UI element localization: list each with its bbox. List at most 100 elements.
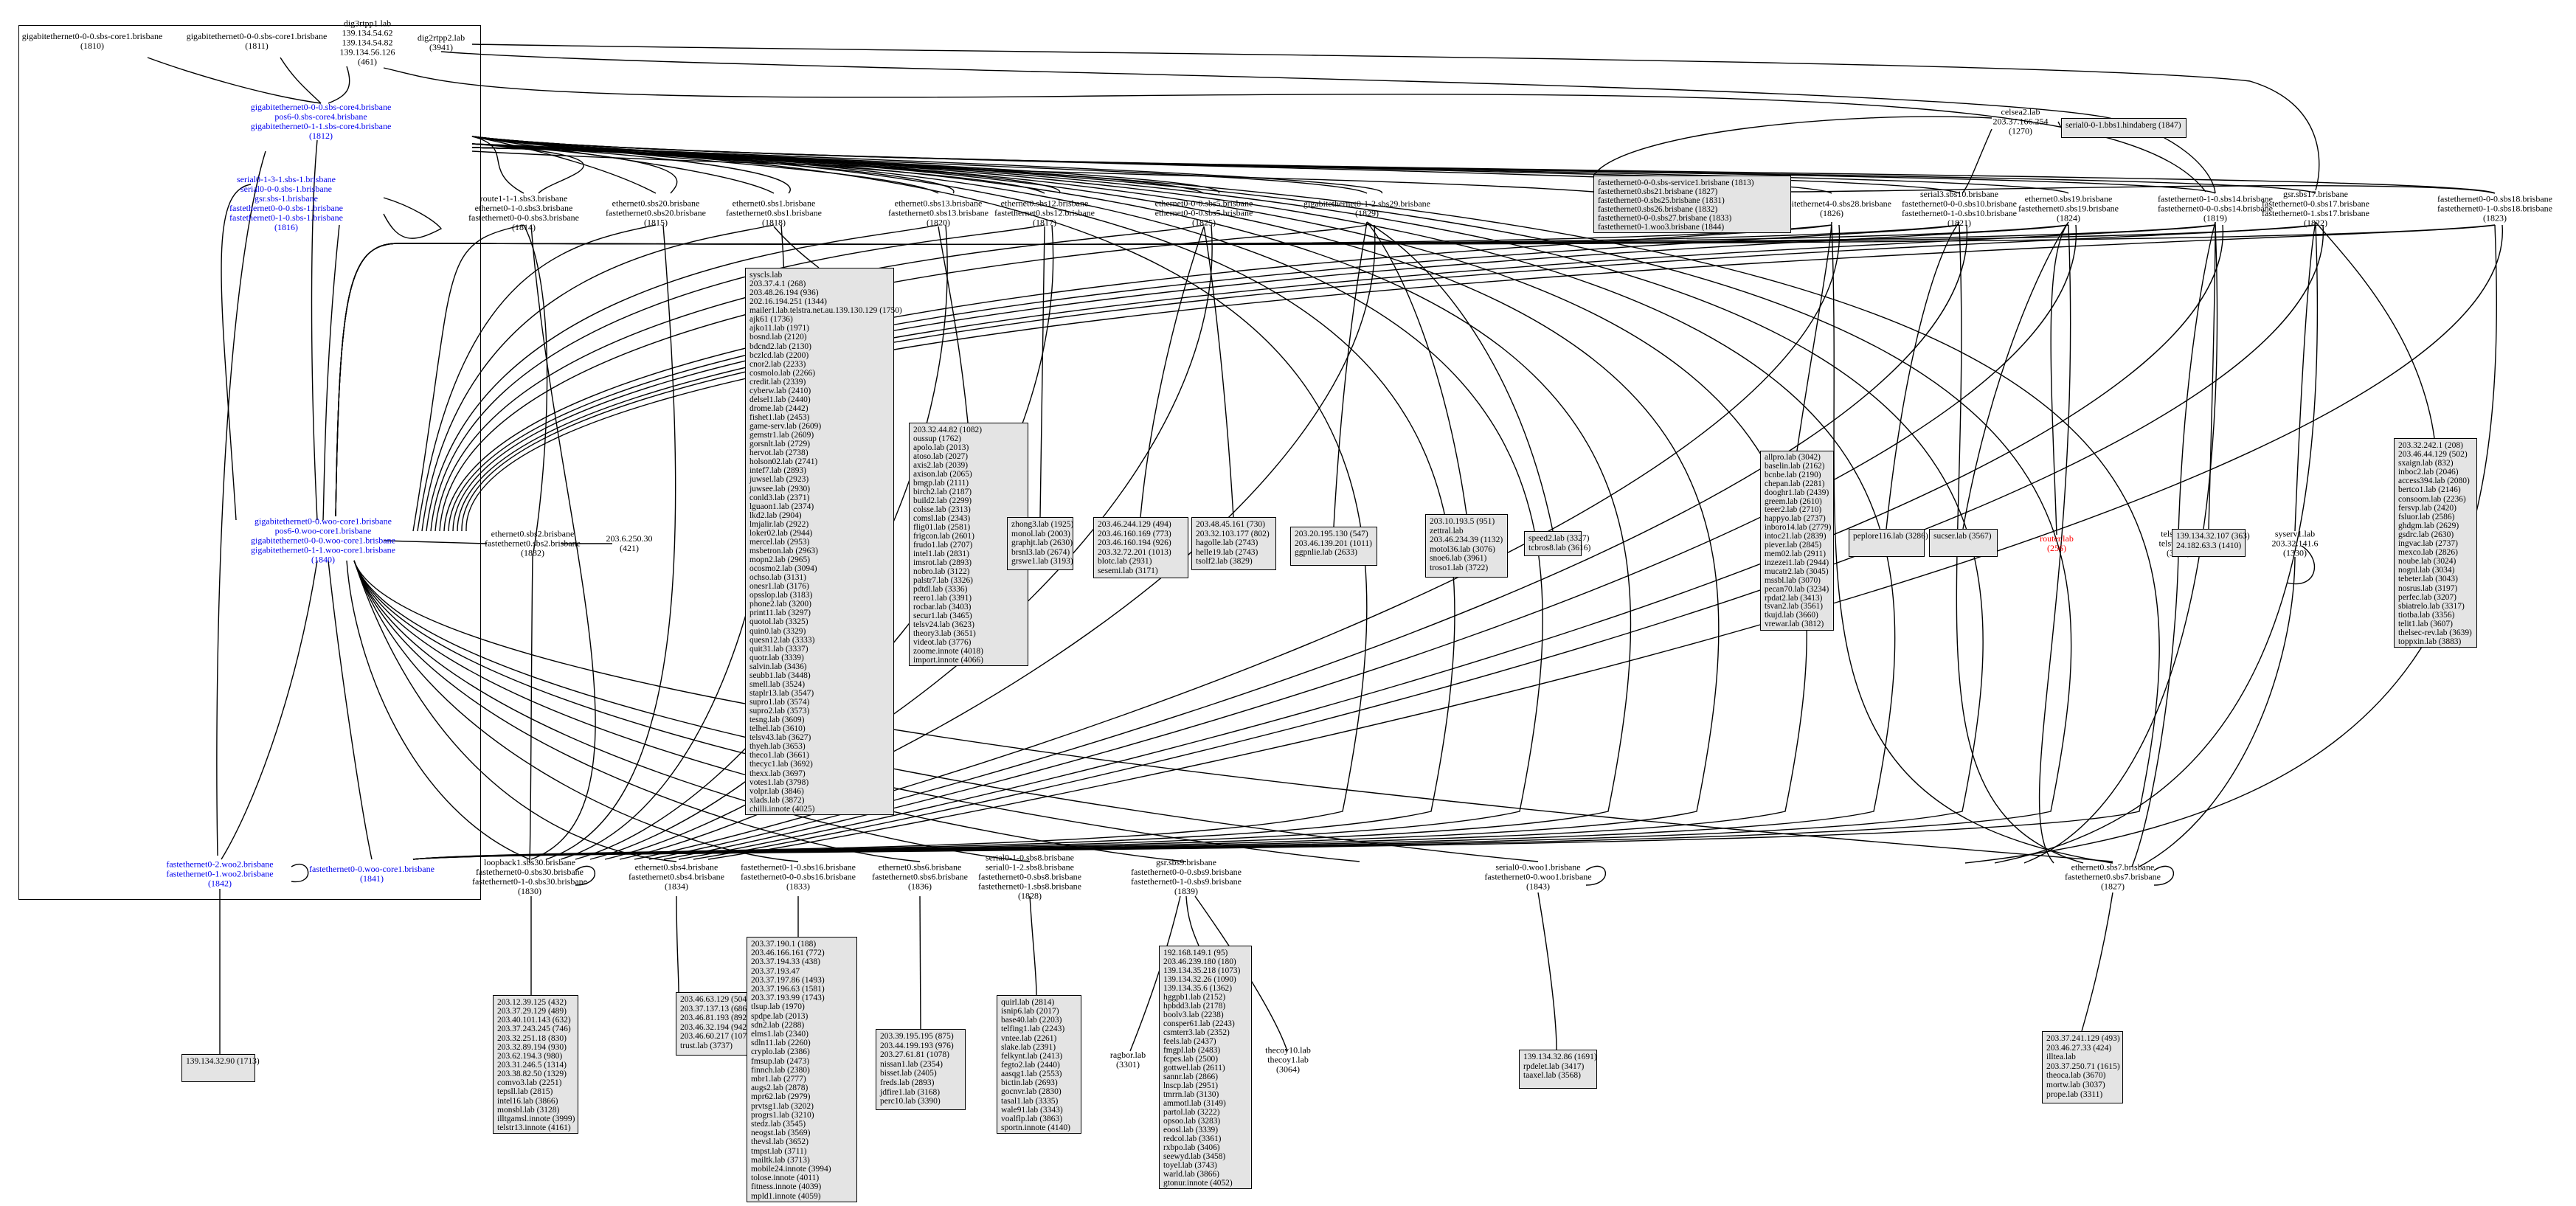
box-label-line: 203.48.45.161 (730): [1196, 520, 1265, 529]
box-label-line: tlsup.lab (1970): [751, 1002, 805, 1012]
host-list-box-5[interactable]: 203.48.45.161 (730)203.32.103.177 (802)h…: [1191, 517, 1276, 570]
host-list-box-20[interactable]: 192.168.149.1 (95)203.46.239.180 (180)13…: [1159, 946, 1252, 1189]
edge-59: [2023, 224, 2218, 864]
host-list-box-9[interactable]: allpro.lab (3042)baselin.lab (2162)bcnbe…: [1760, 451, 1834, 631]
box-label-line: fastethernet0-1.woo3.brisbane (1844): [1598, 223, 1725, 232]
host-list-box-10[interactable]: peplore116.lab (3286): [1849, 529, 1928, 557]
box-label-line: lguaon1.lab (2374): [749, 502, 814, 511]
host-list-box-6[interactable]: 203.20.195.130 (547)203.46.139.201 (1011…: [1290, 527, 1377, 566]
host-list-box-1813[interactable]: fastethernet0-0-0.sbs-service1.brisbane …: [1593, 176, 1791, 233]
box-label-line: 203.46.81.193 (892): [680, 1013, 749, 1023]
edge-109: [1333, 221, 1368, 527]
host-list-box-3[interactable]: zhong3.lab (1925)monol.lab (2003)graphjt…: [1007, 517, 1073, 570]
box-label-line: tcbros8.lab (3616): [1528, 543, 1591, 552]
box-label-line: oussup (1762): [913, 434, 961, 443]
host-node-1810[interactable]: gigabitethernet0-0-0.sbs-core1.brisbane(…: [22, 32, 163, 51]
box-label-line: freds.lab (2893): [880, 1078, 935, 1087]
host-list-box-14[interactable]: 139.134.32.90 (1713): [181, 1054, 260, 1082]
host-node-256[interactable]: router.lab(256): [2040, 534, 2074, 553]
host-node-1829[interactable]: gigabitethernet0-1-2.sbs29.brisbane(1829…: [1303, 199, 1430, 218]
box-label-line: 203.46.166.161 (772): [751, 949, 825, 958]
node-label-line: fastethernet0-1.sbs8.brisbane: [978, 881, 1081, 892]
box-label-line: print11.lab (3297): [749, 609, 811, 618]
node-label-line: loopback1.sbs30.brisbane: [484, 857, 575, 867]
host-list-box-15[interactable]: 203.12.39.125 (432)203.37.29.129 (489)20…: [493, 995, 578, 1134]
host-list-box-12[interactable]: 139.134.32.107 (363)24.182.63.3 (1410): [2172, 529, 2250, 557]
host-list-box-11[interactable]: sucser.lab (3567): [1929, 529, 1998, 557]
box-label-line: bosnd.lab (2120): [749, 333, 807, 342]
node-label-line: ragbor.lab: [1109, 1050, 1146, 1060]
host-node-1826[interactable]: gigabitethernet4-0.sbs28.brisbane(1826): [1772, 199, 1891, 218]
edge-38: [439, 224, 1368, 532]
host-node-1811[interactable]: gigabitethernet0-0-0.sbs-core1.brisbane(…: [187, 32, 328, 51]
box-label-line: supro1.lab (3574): [749, 698, 810, 707]
box-label-line: bisset.lab (2405): [880, 1069, 937, 1078]
box-label-line: taaxel.lab (3568): [1523, 1071, 1581, 1081]
box-label-line: mobile24.innote (3994): [751, 1165, 831, 1174]
node-label-line: ethernet0.sbs1.brisbane: [732, 198, 816, 209]
box-label-line: thexx.lab (3697): [749, 769, 806, 778]
box-label-line: feels.lab (2437): [1163, 1037, 1216, 1046]
node-label-line: gigabitethernet0-0-0.woo-core1.brisbane: [251, 535, 395, 546]
host-list-box-17[interactable]: 203.37.190.1 (188)203.46.166.161 (772)20…: [747, 937, 857, 1202]
host-node-3941[interactable]: dig2rtpp2.lab(3941): [418, 33, 465, 52]
host-list-box-13[interactable]: 203.32.242.1 (208)203.46.44.129 (502)sxa…: [2394, 438, 2477, 648]
box-label-line: redcol.lab (3361): [1163, 1134, 1222, 1143]
box-label-line: atoso.lab (2027): [913, 452, 969, 461]
box-label-line: troso1.lab (3722): [1430, 563, 1489, 572]
box-label-line: mssbl.lab (3070): [1765, 575, 1821, 585]
host-list-box-8[interactable]: speed2.lab (3327)tcbros8.lab (3616): [1524, 531, 1591, 556]
node-label-line: ethernet0.sbs4.brisbane: [634, 862, 719, 873]
host-node-3301[interactable]: ragbor.lab(3301): [1110, 1050, 1146, 1070]
host-list-box-4[interactable]: 203.46.244.129 (494)203.46.160.169 (773)…: [1093, 517, 1188, 578]
host-list-box-16[interactable]: 203.46.63.129 (504)203.37.137.13 (686)20…: [676, 992, 761, 1056]
host-node-1841[interactable]: fastethernet0-0.woo-core1.brisbane(1841): [309, 864, 434, 884]
edge-132: [311, 139, 318, 521]
host-list-box-19[interactable]: quirl.lab (2814)isnip6.lab (2017)base40.…: [997, 995, 1081, 1134]
node-label-line: (1270): [2009, 125, 2032, 136]
box-label-line: 139.134.35.218 (1073): [1163, 966, 1241, 975]
box-label-line: mucatr2.lab (3045): [1765, 566, 1829, 576]
host-list-box-22[interactable]: 203.37.241.129 (493)203.46.27.33 (424)il…: [2042, 1031, 2123, 1103]
edge-123: [1585, 865, 1607, 886]
box-label-line: 203.37.197.86 (1493): [751, 975, 825, 985]
box-label-line: 139.134.32.90 (1713): [186, 1057, 260, 1066]
box-label-line: videot.lab (3776): [913, 638, 972, 647]
host-list-box-21[interactable]: 139.134.32.86 (1691)rpdelet.lab (3417)ta…: [1519, 1050, 1597, 1089]
edge-46: [457, 224, 2216, 532]
host-list-box-18[interactable]: 203.39.195.195 (875)203.44.199.193 (976)…: [876, 1029, 966, 1110]
host-list-box-1847[interactable]: serial0-0-1.bbs1.hindaberg (1847): [2061, 118, 2187, 138]
node-label-line: gsr.sbs9.brisbane: [1155, 857, 1216, 867]
host-node-421[interactable]: 203.6.250.30(421): [606, 534, 653, 553]
